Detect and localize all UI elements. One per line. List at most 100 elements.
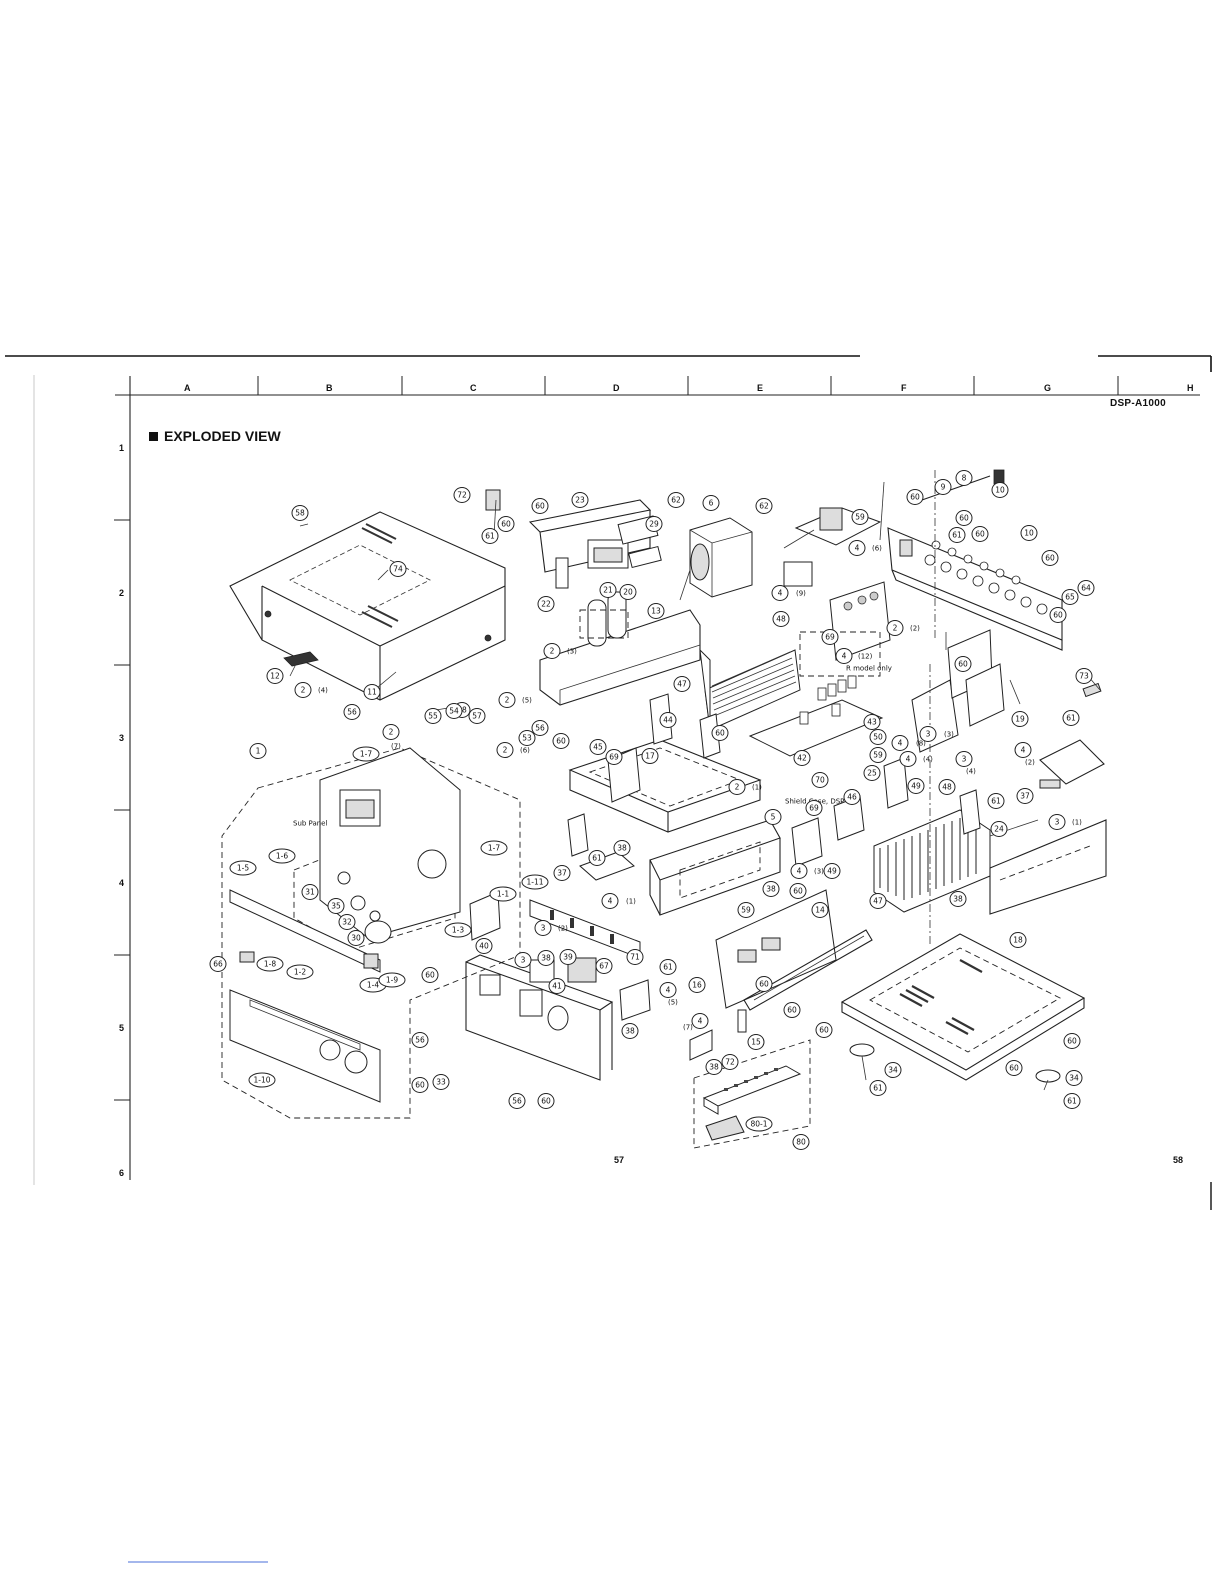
callout-text: 4 (855, 544, 860, 553)
callout-text: 61 (663, 963, 673, 972)
callout-c4-8s: (8) (916, 740, 926, 748)
callout-circle (1016, 788, 1034, 804)
callout-c35: 35 (327, 898, 345, 914)
callout-c4-1: 4 (601, 893, 619, 909)
callout-c66: 66 (209, 956, 227, 972)
callout-circle (1075, 668, 1093, 684)
callout-circle (521, 874, 549, 890)
callout-text: 19 (1015, 715, 1025, 724)
callout-text: 60 (425, 971, 435, 980)
callout-text: 24 (994, 825, 1004, 834)
callout-circle (453, 487, 471, 503)
callout-text: 43 (867, 718, 877, 727)
callout-c60d: 60 (955, 510, 973, 526)
callout-c2-4: 2 (294, 682, 312, 698)
callout-text: 60 (1067, 1037, 1077, 1046)
callout-c53: 53 (518, 730, 536, 746)
callout-circle (745, 1116, 773, 1132)
callout-text: 60 (1053, 611, 1063, 620)
callout-text: 61 (991, 797, 1001, 806)
callout-text: (3) (944, 731, 954, 739)
callout-c4-3s: (3) (814, 868, 824, 876)
callout-c74: 74 (389, 561, 407, 577)
callout-text: 46 (847, 793, 857, 802)
callout-text: 60 (793, 887, 803, 896)
callout-text: 16 (692, 981, 702, 990)
callout-c38f: 38 (705, 1059, 723, 1075)
grid-column-f: F (901, 383, 907, 393)
callout-circle (755, 976, 773, 992)
callout-circle (286, 964, 314, 980)
callout-c23: 23 (571, 492, 589, 508)
callout-circle (588, 850, 606, 866)
callout-text: 48 (776, 615, 786, 624)
callout-c3-1s: (1) (1072, 819, 1082, 827)
callout-c1-11: 1-11 (521, 874, 549, 890)
callout-circle (949, 891, 967, 907)
callout-c4-5s: (5) (668, 999, 678, 1007)
callout-text: 4 (666, 986, 671, 995)
callout-text: 60 (556, 737, 566, 746)
callout-text: 56 (512, 1097, 522, 1106)
callout-text: 3 (962, 755, 967, 764)
callout-text: 41 (552, 982, 562, 991)
pcb-main-14 (715, 889, 837, 1009)
callout-text: 39 (563, 953, 573, 962)
callout-c2-6s: (6) (520, 747, 530, 755)
callout-circle (673, 676, 691, 692)
callout-circle (338, 914, 356, 930)
callout-circle (1014, 742, 1032, 758)
callout-circle (1063, 1033, 1081, 1049)
callout-c30: 30 (347, 930, 365, 946)
callout-text: 30 (351, 934, 361, 943)
callout-circle (537, 950, 555, 966)
callout-c1-3: 1-3 (444, 922, 472, 938)
callout-text: (6) (872, 545, 882, 553)
callout-circle (531, 720, 549, 736)
callout-circle (534, 920, 552, 936)
callout-c4-7s: (7) (683, 1024, 693, 1032)
callout-text: (1) (626, 898, 636, 906)
callout-c64: 64 (1077, 580, 1095, 596)
rear-bracket-assembly (485, 489, 662, 589)
callout-circle (790, 863, 808, 879)
callout-circle (249, 743, 267, 759)
callout-c3b: 3 (514, 952, 532, 968)
callout-text: 1-7 (488, 844, 500, 853)
callout-text: 3 (1055, 818, 1060, 827)
zone-grid (33, 375, 1200, 1185)
main-chassis (539, 591, 701, 706)
callout-c19: 19 (1011, 711, 1029, 727)
callout-text: 5 (771, 813, 776, 822)
callout-text: 1-9 (386, 976, 398, 985)
callout-circle (705, 1059, 723, 1075)
callout-circle (291, 505, 309, 521)
callout-c3-2: 3 (534, 920, 552, 936)
callout-text: 45 (593, 743, 603, 752)
page-number-left: 57 (614, 1155, 625, 1165)
callout-c49a: 49 (907, 778, 925, 794)
callout-circle (352, 746, 380, 762)
callout-c2-2: 2 (886, 620, 904, 636)
callout-text: 69 (809, 804, 819, 813)
callout-c42: 42 (793, 750, 811, 766)
callout-circle (489, 886, 517, 902)
callout-circle (589, 739, 607, 755)
callout-c2-6: 2 (496, 742, 514, 758)
callout-text: 20 (623, 588, 633, 597)
callout-c3-3: 3 (919, 726, 937, 742)
callout-circle (268, 848, 296, 864)
callout-c48a: 48 (772, 611, 790, 627)
callout-c29: 29 (645, 516, 663, 532)
callout-text: 70 (815, 776, 825, 785)
remote-control (693, 1039, 811, 1149)
callout-c50: 50 (869, 729, 887, 745)
callout-text: Sub Panel (293, 820, 327, 828)
callout-text: 59 (855, 513, 865, 522)
callout-c8: 8 (955, 470, 973, 486)
callout-text: 38 (625, 1027, 635, 1036)
callout-text: 4 (797, 867, 802, 876)
callout-text: 53 (522, 734, 532, 743)
callout-circle (1063, 1093, 1081, 1109)
